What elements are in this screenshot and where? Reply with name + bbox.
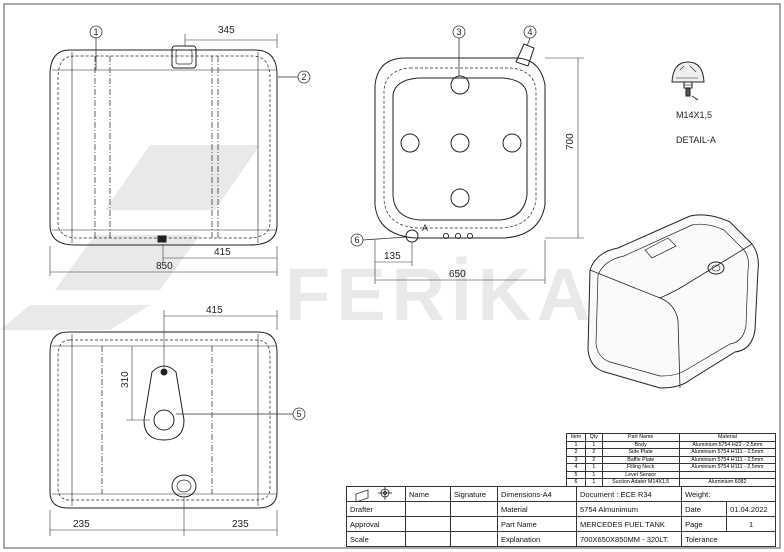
cell-item: 1: [565, 440, 587, 449]
isometric-view: [587, 214, 759, 389]
cell-item: 3: [565, 455, 587, 464]
cell-partname: Filling Neck: [601, 463, 680, 472]
cell-qty: 1: [585, 463, 603, 472]
bottom-view: [49, 331, 278, 509]
table-row: 2 2 Side Plate Aluminium 5754 H111 - 2,5…: [565, 448, 777, 457]
cell-partname: Body: [601, 440, 680, 449]
sheet-border: [3, 3, 781, 549]
front-view: [49, 45, 278, 246]
tb-page-label: Page: [681, 516, 728, 532]
table-row: 6 1 Suction Adater M14X1,5 Aluminium 608…: [565, 478, 777, 487]
cell-material: Aluminium 5754 H111 - 2,5mm: [678, 448, 777, 457]
detail-name-label: DETAIL-A: [676, 135, 716, 145]
tb-explanation-label: Explanation: [497, 531, 577, 547]
parts-header-qty: Qty: [585, 433, 603, 442]
tb-date-label: Date: [681, 501, 728, 517]
cell-qty: 2: [585, 448, 603, 457]
dim-bottom-310: 310: [120, 371, 131, 388]
cell-partname: Suction Adater M14X1,5: [601, 478, 680, 487]
dim-front-850: 850: [156, 261, 173, 272]
dim-front-415: 415: [214, 247, 231, 258]
dim-side-135: 135: [384, 251, 401, 262]
tb-explanation-value: 700X650X850MM - 320LT.: [575, 531, 683, 547]
cell-material: Aluminium 5754 H22 - 2,5mm: [678, 440, 777, 449]
balloon-1-label: 1: [94, 27, 99, 37]
balloon-3-label: 3: [457, 27, 462, 37]
tb-signature-label: Signature: [450, 486, 498, 502]
tb-material-value: 5754 Almunimum: [575, 501, 683, 517]
tb-drafter-label: Drafter: [346, 501, 406, 517]
cell-qty: 1: [585, 470, 603, 479]
dim-side-650: 650: [449, 269, 466, 280]
parts-header-material: Material: [678, 433, 777, 442]
table-row: 5 1 Level Sensor: [565, 470, 777, 479]
balloon-6-label: 6: [355, 235, 360, 245]
cell-qty: 2: [585, 455, 603, 464]
title-block: Name Signature Dimensions-A4 Document : …: [346, 486, 776, 547]
cell-partname: Side Plate: [601, 448, 680, 457]
tb-approval-label: Approval: [346, 516, 406, 532]
tb-weight-label: Weight:: [681, 486, 776, 502]
cell-material: Aluminium 6082: [678, 478, 777, 487]
tb-document-label: Document : ECE R34: [575, 486, 683, 502]
table-row: 3 2 Baffle Plate Aluminium 5754 H111 - 2…: [565, 455, 777, 464]
tb-tolerance-label: Tolerance: [681, 531, 776, 547]
front-dimensions: [49, 34, 278, 276]
tb-dimensions-label: Dimensions-A4: [497, 486, 577, 502]
cell-partname: Baffle Plate: [601, 455, 680, 464]
side-view: [374, 43, 546, 243]
dim-bottom-235-right: 235: [232, 519, 249, 530]
parts-header-partname: Part Name: [601, 433, 680, 442]
cell-partname: Level Sensor: [601, 470, 680, 479]
tb-name-label: Name: [405, 486, 451, 502]
cell-qty: 1: [585, 478, 603, 487]
tb-page-value: 1: [726, 516, 776, 532]
balloon-4-label: 4: [528, 27, 533, 37]
tb-partname-value: MERCEDES FUEL TANK: [575, 516, 683, 532]
cell-item: 5: [565, 470, 587, 479]
cell-material: Aluminium 5754 H111 - 2,5mm: [678, 455, 777, 464]
cell-material: [678, 470, 777, 479]
projection-cell: [346, 486, 406, 502]
detail-a-marker: A: [422, 223, 428, 233]
table-row: 1 1 Body Aluminium 5754 H22 - 2,5mm: [565, 440, 777, 449]
bottom-dimensions: [49, 310, 278, 536]
tb-scale-label: Scale: [346, 531, 406, 547]
table-row: 4 1 Filling Neck Aluminium 5754 H111 - 2…: [565, 463, 777, 472]
side-dimensions: [374, 57, 584, 284]
parts-header-item: Item: [565, 433, 587, 442]
tb-partname-label: Part Name: [497, 516, 577, 532]
detail-a-view: [671, 61, 705, 101]
dim-front-345: 345: [218, 25, 235, 36]
dim-side-700: 700: [565, 133, 576, 150]
cell-item: 4: [565, 463, 587, 472]
dim-bottom-415: 415: [206, 305, 223, 316]
cell-qty: 1: [585, 440, 603, 449]
detail-thread-label: M14X1,5: [676, 110, 712, 120]
balloon-2-label: 2: [302, 72, 307, 82]
tb-date-value: 01.04.2022: [726, 501, 776, 517]
parts-list-table: Item Qty Part Name Material 1 1 Body Alu…: [565, 433, 777, 487]
watermark: FERİKAS: [0, 145, 652, 336]
watermark-text: FERİKAS: [285, 253, 652, 336]
cell-item: 6: [565, 478, 587, 487]
balloon-5-label: 5: [297, 409, 302, 419]
tb-material-label: Material: [497, 501, 577, 517]
parts-header-row: Item Qty Part Name Material: [565, 433, 777, 442]
cell-item: 2: [565, 448, 587, 457]
cell-material: Aluminium 5754 H111 - 2,5mm: [678, 463, 777, 472]
dim-bottom-235-left: 235: [73, 519, 90, 530]
